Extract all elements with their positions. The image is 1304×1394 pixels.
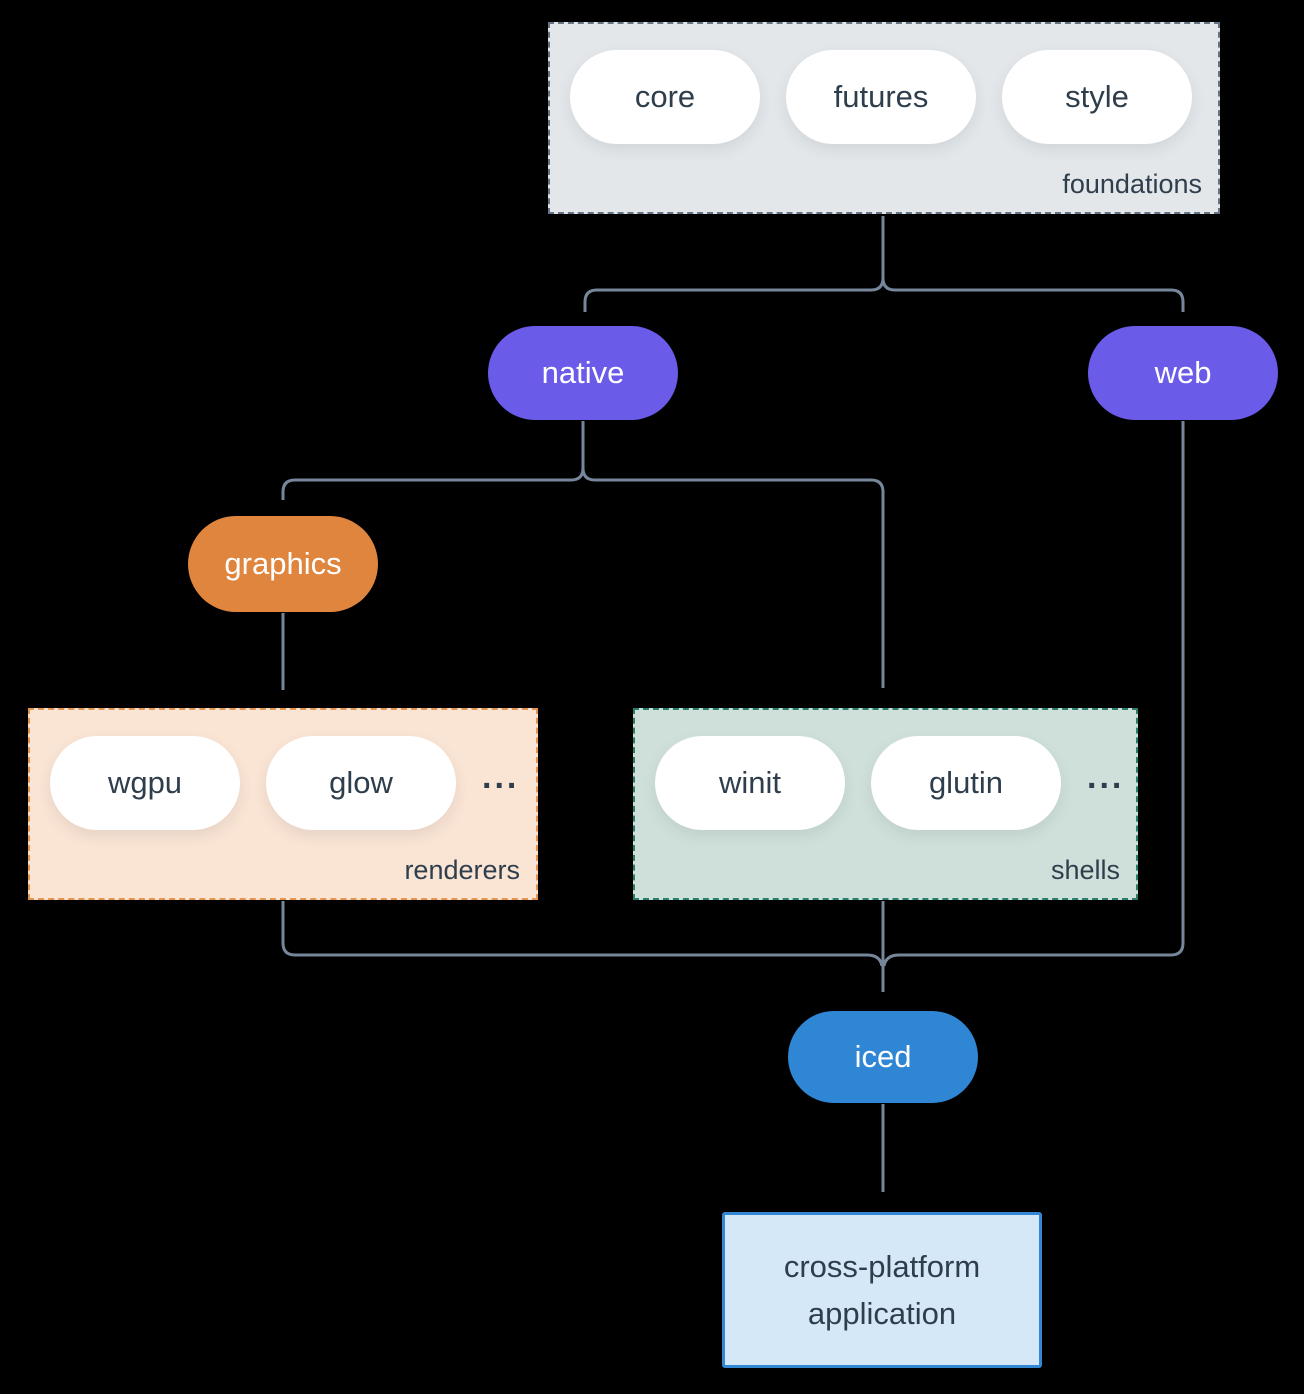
node-iced: iced <box>788 1011 978 1103</box>
node-glutin: glutin <box>871 736 1061 830</box>
edge-native-shells <box>581 421 885 688</box>
node-style: style <box>1002 50 1192 144</box>
node-cross-platform-application: cross-platform application <box>722 1212 1042 1368</box>
renderers-ellipsis: ... <box>482 757 520 796</box>
edge-web-merge <box>882 421 1185 967</box>
renderers-group-label: renderers <box>404 855 520 885</box>
node-native: native <box>488 326 678 420</box>
node-web: web <box>1088 326 1278 420</box>
node-winit: winit <box>655 736 845 830</box>
foundations-group-label: foundations <box>1062 169 1202 199</box>
node-wgpu: wgpu <box>50 736 240 830</box>
renderers-pill-row: wgpu glow ... <box>50 736 516 830</box>
node-glow: glow <box>266 736 456 830</box>
shells-group: winit glutin ... shells <box>633 708 1138 900</box>
node-graphics: graphics <box>188 516 378 612</box>
shells-ellipsis: ... <box>1087 757 1125 796</box>
renderers-group: wgpu glow ... renderers <box>28 708 538 900</box>
node-futures: futures <box>786 50 976 144</box>
edge-foundations-web <box>881 216 1185 312</box>
foundations-group: core futures style foundations <box>548 22 1220 214</box>
application-label-line1: cross-platform <box>783 1249 981 1284</box>
shells-pill-row: winit glutin ... <box>655 736 1121 830</box>
foundations-pill-row: core futures style <box>570 50 1198 144</box>
edge-renderers-merge <box>281 901 884 967</box>
shells-group-label: shells <box>1050 855 1120 885</box>
application-label-line2: application <box>807 1296 957 1331</box>
edge-foundations-native <box>583 216 885 312</box>
node-core: core <box>570 50 760 144</box>
edge-native-graphics <box>281 421 585 500</box>
